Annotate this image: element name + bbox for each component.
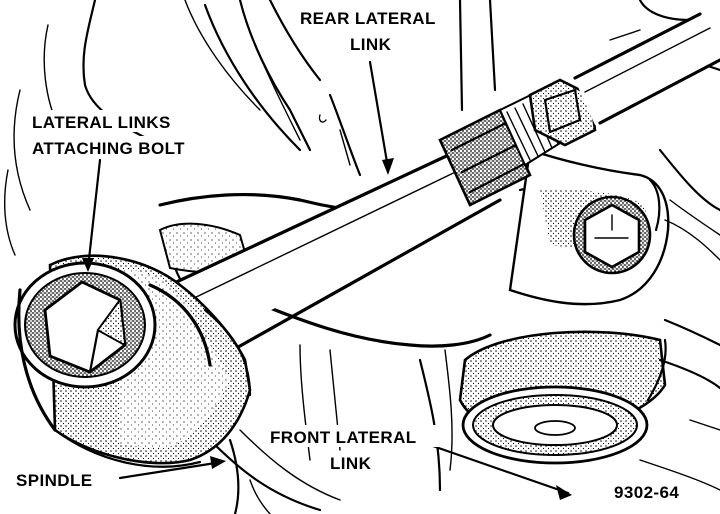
leader-lines xyxy=(82,60,572,500)
front-lateral-link-label-line1: FRONT LATERAL xyxy=(270,428,417,447)
casting-bolt xyxy=(572,195,652,275)
lateral-links-bolt-label-line2: ATTACHING BOLT xyxy=(32,139,185,158)
spindle-bolt-assembly xyxy=(13,254,252,514)
front-lateral-link-bushing xyxy=(458,318,720,491)
background-frame xyxy=(4,0,720,256)
rear-lateral-link-rod xyxy=(140,12,720,362)
lateral-links-bolt-label-line1: LATERAL LINKS xyxy=(32,113,171,132)
rear-lateral-link-label-line1: REAR LATERAL xyxy=(300,9,436,28)
callout-labels: REAR LATERAL LINK LATERAL LINKS ATTACHIN… xyxy=(14,6,696,502)
front-lateral-link-label-line2: LINK xyxy=(330,454,372,473)
figure-number: 9302-64 xyxy=(614,483,679,502)
spindle-label: SPINDLE xyxy=(16,471,92,490)
rear-lateral-link-label-line2: LINK xyxy=(350,35,392,54)
